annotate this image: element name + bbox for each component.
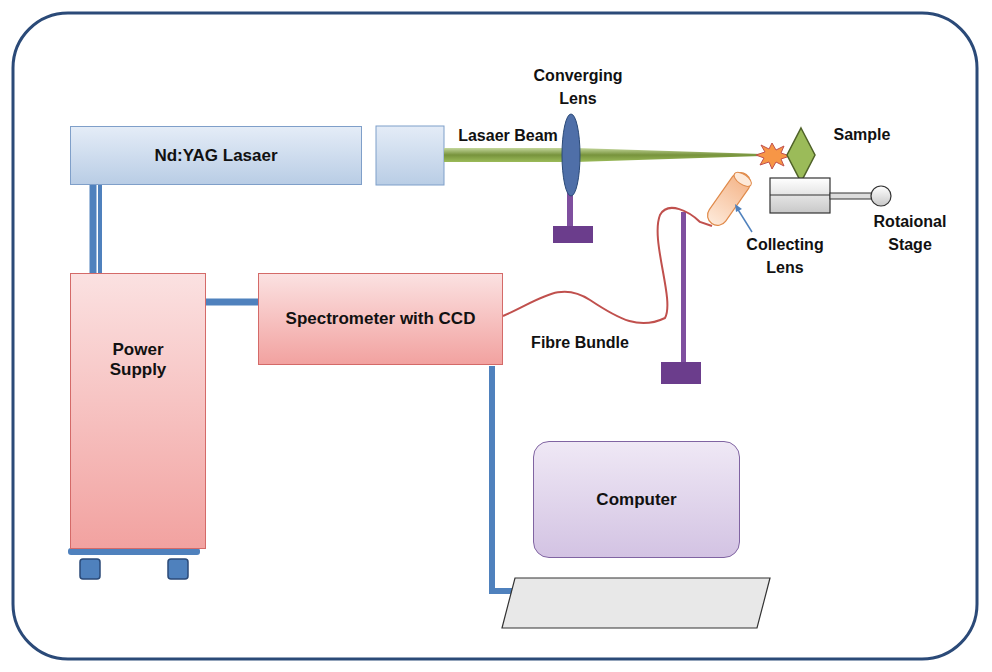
stage-line <box>770 195 830 196</box>
leader-line <box>737 208 752 232</box>
node-text: Computer <box>588 486 684 514</box>
converging-lens <box>562 114 580 196</box>
node-text: Power Supply <box>75 336 201 384</box>
part-label: Sample <box>822 123 902 146</box>
frame <box>13 13 977 659</box>
lens-base <box>553 226 593 243</box>
spectrometer-box: Spectrometer with CCD <box>258 273 503 365</box>
data-cable <box>492 366 512 591</box>
plasma-spark <box>756 143 790 169</box>
lens-base <box>661 362 701 384</box>
stage-rod <box>830 193 872 199</box>
node-text: Spectrometer with CCD <box>278 305 484 333</box>
part-label: Lasaer Beam <box>448 124 568 147</box>
part-label: Fibre Bundle <box>520 331 640 354</box>
node-text: Nd:YAG Lasaer <box>146 142 285 170</box>
cart-base <box>68 548 200 555</box>
rotation-stage <box>770 178 830 213</box>
laser-beam <box>444 148 568 162</box>
lens-stand <box>567 192 573 228</box>
wheel <box>168 559 188 579</box>
collecting-lens <box>704 169 755 230</box>
part-label: Collecting Lens <box>745 233 825 279</box>
power-cable <box>206 302 258 303</box>
lens-stand <box>681 212 686 364</box>
stage-knob <box>871 186 891 206</box>
laser-head <box>376 126 444 185</box>
leader-arrowhead <box>735 204 742 212</box>
wheel <box>80 559 100 579</box>
part-label: Rotaional Stage <box>860 210 960 256</box>
fibre-bundle <box>503 208 712 323</box>
power-cable <box>93 185 100 273</box>
laser-beam <box>576 148 762 162</box>
power-supply-box: Power Supply <box>70 273 206 549</box>
sample-diamond <box>787 128 815 182</box>
computer-box: Computer <box>533 441 740 558</box>
keyboard <box>502 578 770 628</box>
part-label: Converging Lens <box>530 64 626 110</box>
laser-box: Nd:YAG Lasaer <box>70 126 362 185</box>
